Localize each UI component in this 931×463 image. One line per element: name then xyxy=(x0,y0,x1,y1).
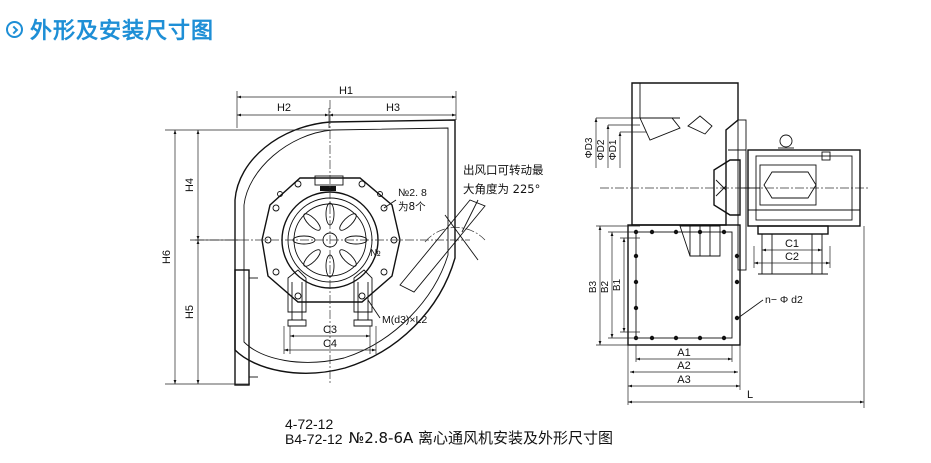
section-header: 外形及安装尺寸图 xyxy=(6,12,214,46)
chevron-circle-icon xyxy=(6,20,23,38)
label-c2: C2 xyxy=(785,251,799,263)
label-no: № xyxy=(370,248,381,259)
label-c1: C1 xyxy=(785,238,799,250)
outlet-flange xyxy=(234,269,250,386)
note-outlet-line-2: 大角度为 225° xyxy=(463,182,540,196)
label-b3: B3 xyxy=(588,280,599,293)
label-a1: A1 xyxy=(677,347,690,359)
dimension-h6 xyxy=(165,129,330,385)
label-d1: ΦD1 xyxy=(608,139,619,160)
label-c4: C4 xyxy=(323,338,337,350)
label-h3: H3 xyxy=(386,102,400,114)
dimension-h2-h3 xyxy=(237,108,456,128)
mounting-feet xyxy=(287,269,373,327)
label-c3: C3 xyxy=(323,324,337,336)
front-view: H1 H2 H3 H6 H4 H5 xyxy=(161,85,544,386)
label-h2: H2 xyxy=(277,102,291,114)
label-b2: B2 xyxy=(600,280,611,293)
label-h4: H4 xyxy=(184,178,196,192)
note-size-line-2: 为8个 xyxy=(398,201,426,213)
label-h1: H1 xyxy=(339,85,353,97)
plate-bolt-holes xyxy=(264,180,398,300)
dimension-c1-c2 xyxy=(753,246,831,268)
outlet-rotation-indicator xyxy=(399,199,486,293)
note-outlet-line-1: 出风口可转动最 xyxy=(463,163,544,177)
fan-casing xyxy=(627,224,741,346)
caption-models: 4-72-12 B4-72-12 xyxy=(285,417,343,447)
volute-housing xyxy=(234,119,456,374)
dimension-l xyxy=(628,226,865,408)
outlet-duct xyxy=(631,82,739,226)
label-l: L xyxy=(747,389,753,401)
motor xyxy=(747,134,861,227)
label-a2: A2 xyxy=(677,360,690,372)
dimension-b xyxy=(596,225,640,346)
label-b1: B1 xyxy=(612,278,623,291)
dimension-diameters xyxy=(594,117,646,168)
casing-bolts xyxy=(633,229,740,341)
note-size-line-1: №2. 8 xyxy=(398,187,427,199)
dimension-h4-h5 xyxy=(190,130,240,384)
impeller-hub-side xyxy=(713,159,741,216)
label-h5: H5 xyxy=(184,305,196,319)
caption-model-2: B4-72-12 xyxy=(285,431,343,447)
dimension-a xyxy=(627,345,741,405)
dimension-c3-c4 xyxy=(283,326,377,354)
label-bolt: M(d3)×L2 xyxy=(382,314,427,326)
motor-base xyxy=(757,225,829,235)
label-a3: A3 xyxy=(677,374,690,386)
label-d2: ΦD2 xyxy=(596,139,607,160)
caption-text: №2.8-6A 离心通风机安装及外形尺寸图 xyxy=(348,428,614,447)
label-holes: n− Φ d2 xyxy=(765,294,803,306)
caption-model-1: 4-72-12 xyxy=(285,416,334,432)
label-h6: H6 xyxy=(161,250,173,264)
label-d3: ΦD3 xyxy=(584,137,595,158)
volute-inner xyxy=(243,127,449,363)
section-title: 外形及安装尺寸图 xyxy=(30,19,215,44)
side-view: ΦD3 ΦD2 ΦD1 B3 B2 B1 A1 A2 xyxy=(584,82,870,408)
nameplate xyxy=(314,175,344,186)
drawing-caption: 4-72-12 B4-72-12 №2.8-6A 离心通风机安装及外形尺寸图 xyxy=(285,413,613,451)
